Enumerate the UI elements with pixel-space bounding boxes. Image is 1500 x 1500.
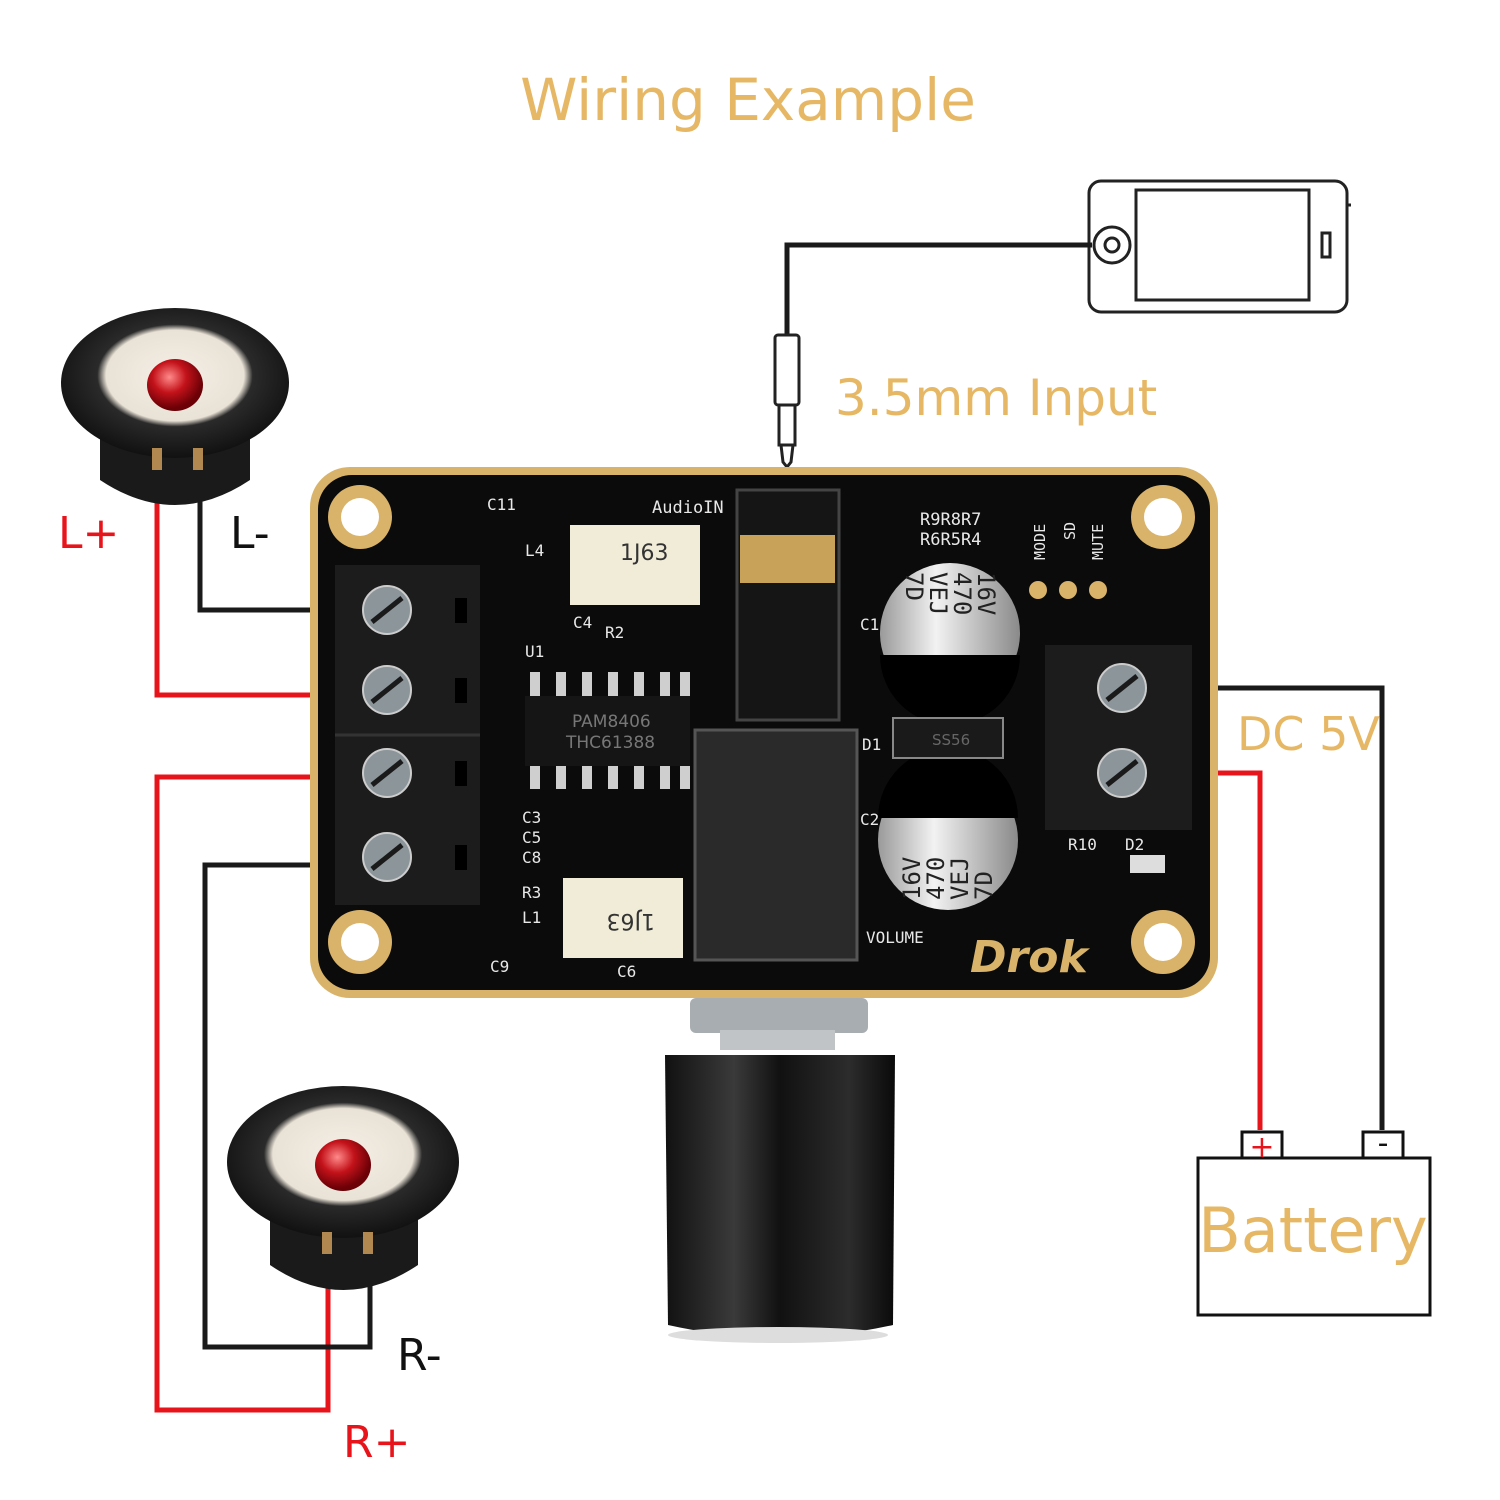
label-left-plus: L+ — [58, 508, 119, 559]
battery-plus: + — [1249, 1130, 1274, 1165]
capacitor-c2: 7D VEJ 470 16V — [878, 748, 1018, 910]
inductor-label: 1J63 — [620, 541, 668, 566]
speaker-right-icon — [227, 1086, 459, 1290]
chip-label: PAM8406 — [572, 712, 651, 732]
component-label: D1 — [862, 735, 881, 754]
wire-right-minus — [202, 862, 373, 1350]
component-label: C2 — [860, 810, 879, 829]
component-label: C6 — [617, 962, 636, 981]
brand-logo: Drok — [970, 932, 1090, 983]
capacitor-label: 7D — [900, 572, 928, 601]
battery-icon — [1196, 1130, 1432, 1317]
component-label: C1 — [860, 615, 879, 634]
capacitor-label: VEJ — [924, 572, 952, 615]
resistor-label: R9R8R7 — [920, 510, 981, 530]
volume-knob — [665, 998, 895, 1343]
component-label: C8 — [522, 848, 541, 867]
amplifier-board: 1J63 1J63 PAM8406 THC61388 AudioIN 7D VE… — [310, 467, 1218, 998]
capacitor-label: 16V — [972, 572, 1000, 615]
capacitor-label: VEJ — [946, 857, 974, 900]
capacitor-c1: 7D VEJ 470 16V — [880, 563, 1020, 725]
title: Wiring Example — [520, 66, 976, 134]
wire-left-plus — [154, 462, 365, 698]
battery-minus: - — [1378, 1126, 1389, 1161]
speaker-terminal-block — [335, 565, 480, 905]
component-label: L4 — [525, 541, 544, 560]
power-terminal-block — [1045, 645, 1192, 830]
component-label: D2 — [1125, 835, 1144, 854]
component-label: R2 — [605, 623, 624, 642]
component-label: C3 — [522, 808, 541, 827]
component-label: C11 — [487, 495, 516, 514]
label-right-plus: R+ — [343, 1417, 410, 1468]
component-label: C9 — [490, 957, 509, 976]
switch-label: SD — [1061, 522, 1079, 540]
component-label: C5 — [522, 828, 541, 847]
component-labels: C11 L4 C4 R2 U1 C3 C5 C8 R3 L1 C9 C6 C1 … — [487, 495, 1144, 981]
inductor-label: 1J63 — [607, 908, 655, 933]
component-label: R3 — [522, 883, 541, 902]
capacitor-label: 16V — [898, 857, 926, 900]
audio-cable — [784, 242, 1092, 335]
audio-jack-plug-icon — [773, 333, 801, 470]
audio-in-label: AudioIN — [652, 498, 724, 518]
volume-label: VOLUME — [866, 928, 924, 947]
capacitor-label: 7D — [970, 871, 998, 900]
diode-label: SS56 — [932, 731, 970, 749]
component-label: R10 — [1068, 835, 1097, 854]
component-label: L1 — [522, 908, 541, 927]
capacitor-label: 470 — [922, 857, 950, 900]
component-label: C4 — [573, 613, 592, 632]
power-label: DC 5V — [1237, 707, 1380, 761]
component-label: U1 — [525, 642, 544, 661]
phone-icon — [1087, 179, 1351, 314]
switch-label: MODE — [1031, 524, 1049, 560]
wire-right-plus — [154, 774, 365, 1413]
chip-label: THC61388 — [565, 733, 655, 753]
label-right-minus: R- — [397, 1330, 442, 1381]
input-label: 3.5mm Input — [835, 369, 1157, 427]
amplifier-chip: PAM8406 THC61388 — [525, 672, 690, 789]
speaker-left-icon — [61, 308, 289, 505]
switch-label: MUTE — [1089, 524, 1107, 560]
label-left-minus: L- — [230, 508, 270, 559]
battery-label: Battery — [1198, 1194, 1427, 1267]
resistor-label: R6R5R4 — [920, 530, 981, 550]
wire-power-minus — [1140, 685, 1385, 1130]
capacitor-label: 470 — [948, 572, 976, 615]
